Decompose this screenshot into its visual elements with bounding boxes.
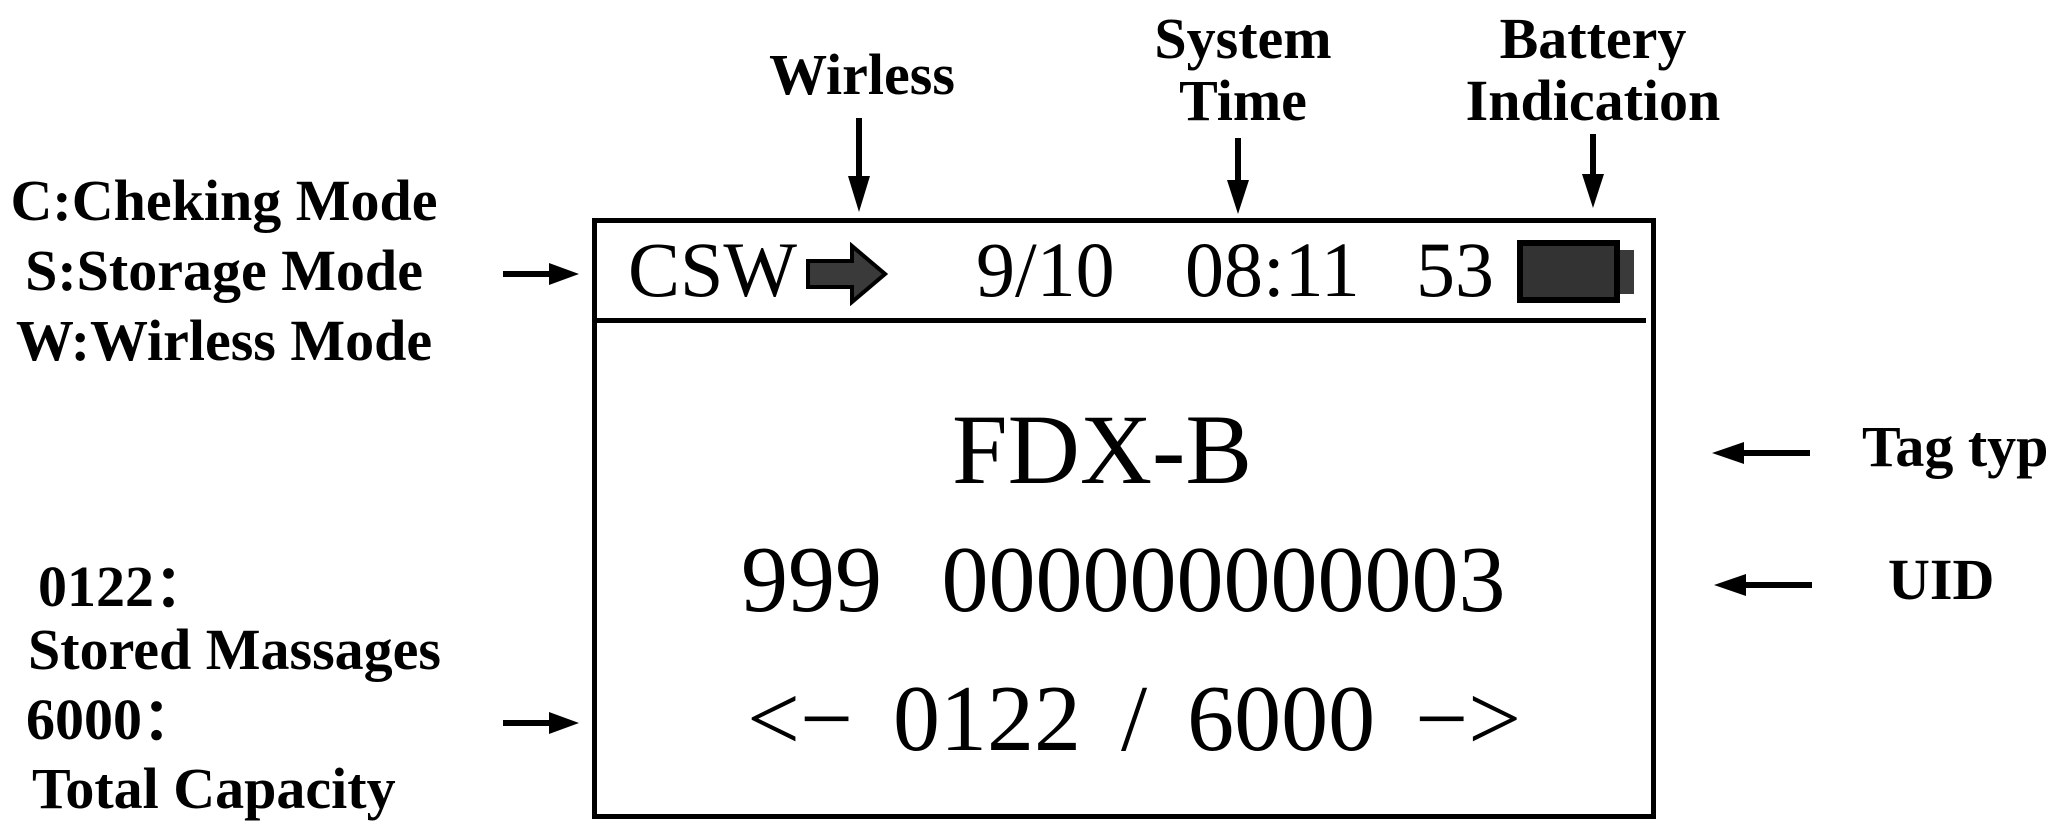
counter-legend-stored-value: 0122： bbox=[38, 554, 213, 619]
mode-legend-checking: C:Cheking Mode bbox=[10, 168, 438, 233]
status-mode-indicator: CSW bbox=[628, 226, 798, 313]
battery-body bbox=[1517, 240, 1620, 303]
mode-legend-pointer-right-arrow-icon bbox=[503, 263, 579, 285]
battery-indication-label: Battery Indication bbox=[1466, 8, 1721, 132]
status-battery-percent: 53 bbox=[1416, 226, 1494, 313]
message-pager: <− 0122 / 6000 −> bbox=[747, 672, 1521, 766]
counter-legend-pointer-right-arrow-icon bbox=[503, 712, 579, 734]
counter-legend-capacity-caption: Total Capacity bbox=[32, 756, 396, 821]
system-time-pointer-down-arrow-icon bbox=[1227, 138, 1249, 214]
mode-legend-wireless: W:Wirless Mode bbox=[15, 308, 433, 373]
tag-type-value: FDX-B bbox=[952, 394, 1253, 505]
battery-indication-label-line2: Indication bbox=[1465, 68, 1721, 133]
wireless-label: Wirless bbox=[769, 42, 955, 107]
uid-label: UID bbox=[1888, 547, 1995, 612]
status-bar bbox=[592, 223, 1646, 323]
counter-legend-capacity-value: 6000： bbox=[26, 687, 201, 752]
system-time-label-line1: System bbox=[1154, 6, 1332, 71]
battery-indication-label-line1: Battery bbox=[1499, 6, 1687, 71]
pager-separator: / bbox=[1121, 667, 1148, 771]
battery-icon bbox=[1517, 240, 1639, 304]
pager-left-arrow: <− bbox=[747, 667, 854, 771]
system-time-label: System Time bbox=[1154, 8, 1331, 132]
wireless-pointer-down-arrow-icon bbox=[848, 118, 870, 212]
pager-total-capacity: 6000 bbox=[1187, 667, 1376, 771]
tag-type-pointer-left-arrow-icon bbox=[1712, 442, 1810, 464]
battery-pointer-down-arrow-icon bbox=[1582, 134, 1604, 208]
status-time: 08:11 bbox=[1185, 226, 1360, 313]
mode-legend: C:Cheking Mode S:Storage Mode W:Wirless … bbox=[0, 166, 448, 376]
counter-legend-stored-caption: Stored Massages bbox=[28, 617, 441, 682]
pager-stored-messages: 0122 bbox=[893, 667, 1082, 771]
wireless-transmit-arrow-icon bbox=[806, 242, 888, 306]
system-time-label-line2: Time bbox=[1179, 68, 1307, 133]
uid-value: 999 000000000003 bbox=[741, 528, 1506, 632]
pager-right-arrow: −> bbox=[1415, 667, 1522, 771]
tag-type-label: Tag type bbox=[1862, 414, 2050, 479]
mode-legend-storage: S:Storage Mode bbox=[25, 238, 423, 303]
battery-terminal bbox=[1616, 250, 1634, 294]
uid-pointer-left-arrow-icon bbox=[1714, 574, 1812, 596]
status-date: 9/10 bbox=[976, 226, 1115, 313]
